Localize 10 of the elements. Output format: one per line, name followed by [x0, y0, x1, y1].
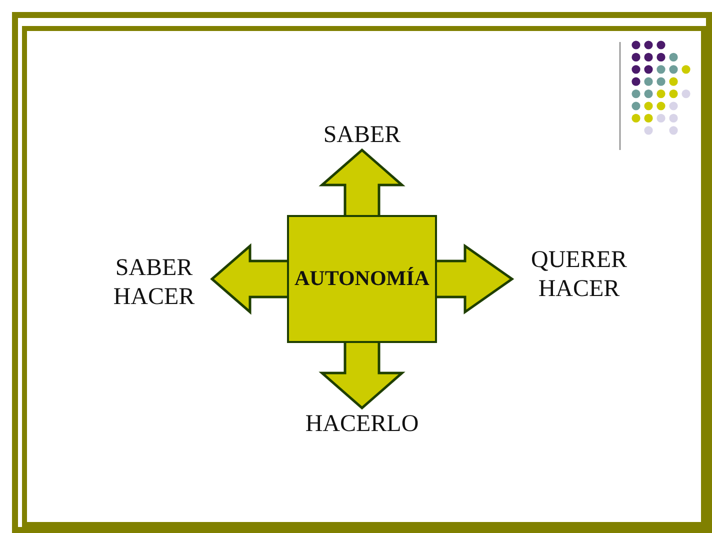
- block-arrow: [434, 244, 514, 314]
- center-square: [287, 215, 437, 343]
- arrow-label: SABER: [323, 120, 401, 150]
- arrow-label: HACERLO: [305, 410, 419, 438]
- block-arrow: [318, 340, 406, 410]
- center-label: AUTONOMÍA: [294, 266, 430, 292]
- arrow-label: SABER HACER: [112, 254, 196, 312]
- arrow-label: QUERER HACER: [530, 246, 628, 304]
- block-arrow: [318, 148, 406, 218]
- block-arrow: [210, 243, 290, 315]
